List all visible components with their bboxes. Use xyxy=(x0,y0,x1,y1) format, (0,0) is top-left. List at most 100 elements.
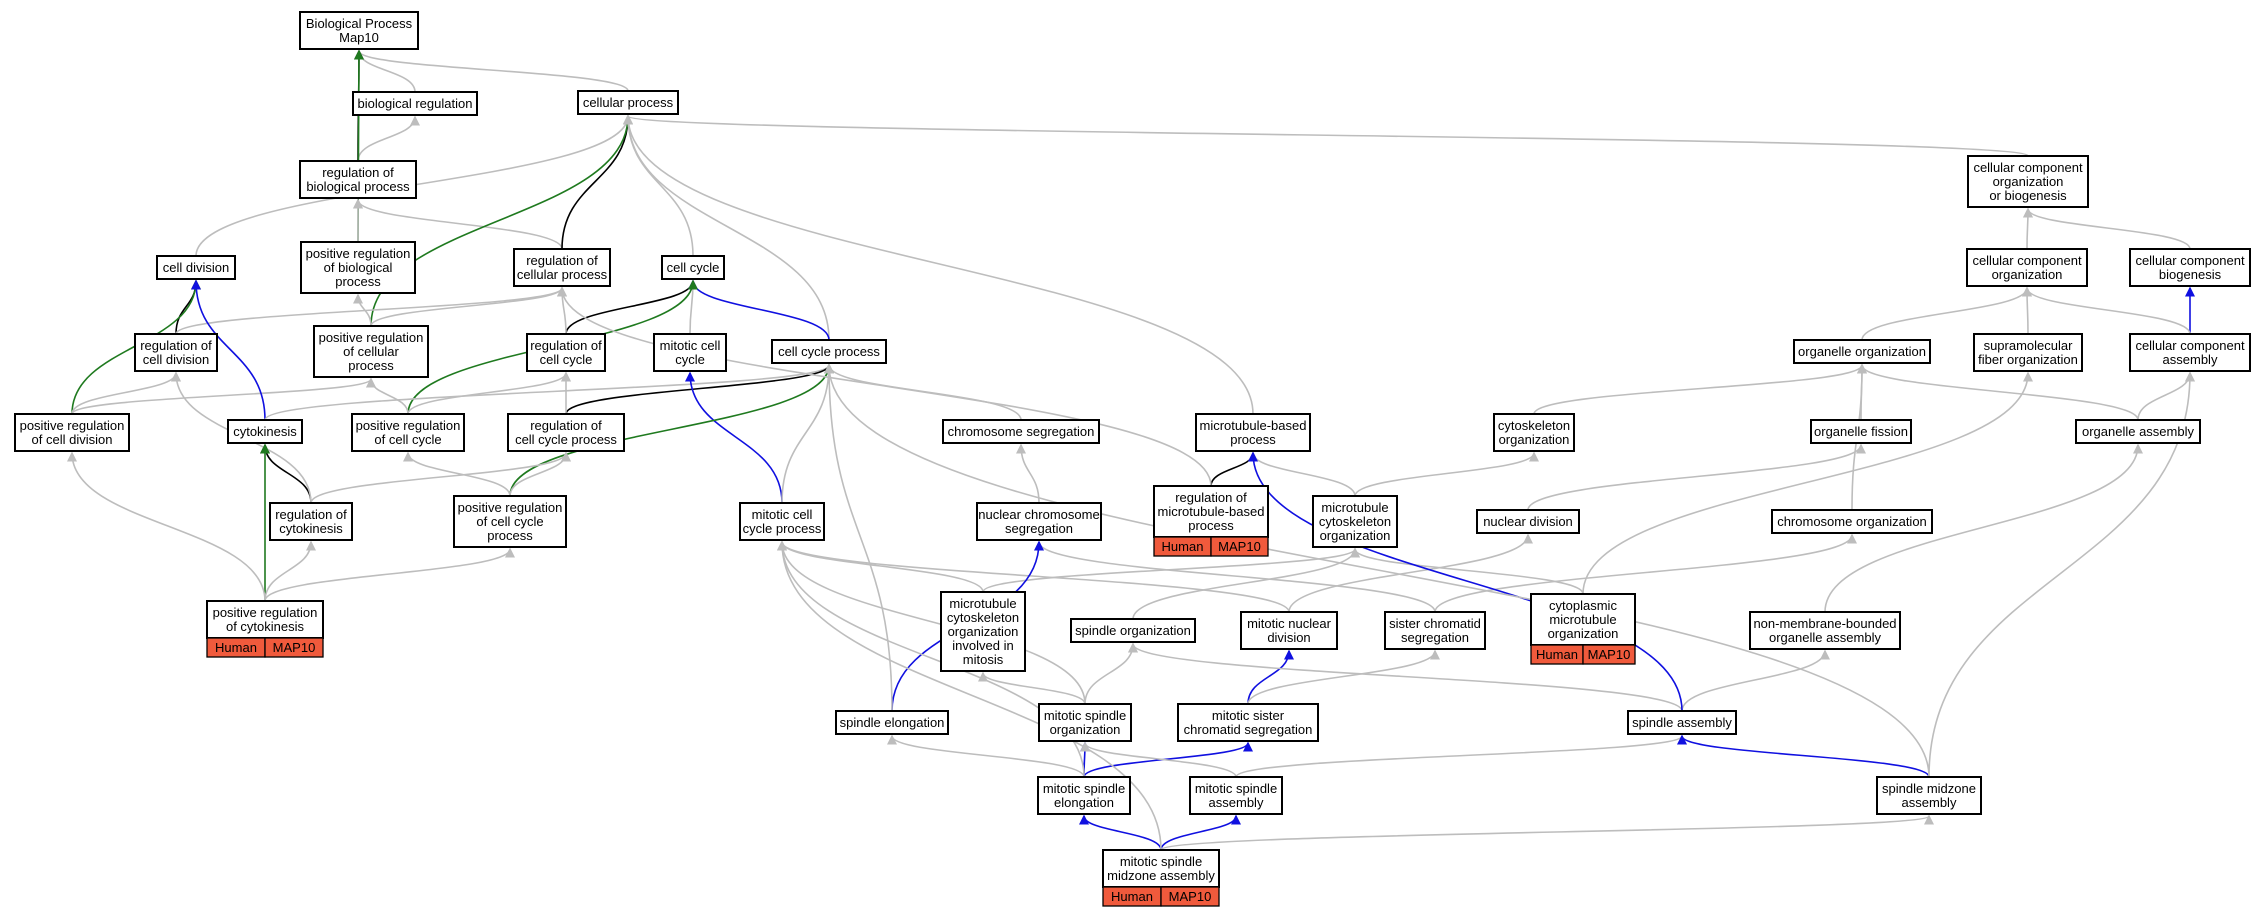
term-label-line: mitotic cell xyxy=(752,507,813,522)
term-box xyxy=(14,413,130,452)
term-node-spindleelong[interactable]: spindle elongation xyxy=(835,710,949,735)
term-label-line: mitotic nuclear xyxy=(1247,616,1331,631)
edge-spindleassembly-to-nmboa xyxy=(1681,649,1830,712)
term-label-line: organization xyxy=(1993,174,2064,189)
edge-mitspinassembly-to-mitspinorg xyxy=(1080,741,1237,778)
term-label-line: regulation of xyxy=(530,338,602,353)
term-label-line: process xyxy=(1188,518,1234,533)
term-label-line: nuclear division xyxy=(1483,514,1573,529)
edge-mitccp-to-mitcc xyxy=(685,371,783,504)
term-label-line: positive regulation xyxy=(319,330,424,345)
edge-mitccp-to-ccp xyxy=(781,363,834,504)
term-label-line: biological process xyxy=(306,179,410,194)
term-box xyxy=(940,591,1026,672)
term-node-orgassembly[interactable]: organelle assembly xyxy=(2075,419,2201,444)
term-node-nucdiv[interactable]: nuclear division xyxy=(1476,509,1580,534)
term-label-line: organization xyxy=(1499,432,1570,447)
term-node-breg[interactable]: biological regulation xyxy=(352,91,478,116)
term-box xyxy=(1240,611,1338,650)
term-label-line: cell cycle process xyxy=(778,344,880,359)
term-node-chromseg[interactable]: chromosome segregation xyxy=(942,419,1100,444)
term-label-line: mitotic sister xyxy=(1212,708,1285,723)
term-label-line: cytoskeleton xyxy=(1319,514,1391,529)
term-node-ccp[interactable]: cell cycle process xyxy=(771,339,887,364)
term-node-cytokinesis[interactable]: cytokinesis xyxy=(227,419,303,444)
term-node-cellcycle[interactable]: cell cycle xyxy=(661,255,725,280)
species-tag: Human xyxy=(1111,889,1153,904)
edge-ccp-to-cp xyxy=(623,114,830,341)
term-node-spindleassembly[interactable]: spindle assembly xyxy=(1627,710,1737,735)
term-node-regmbp[interactable]: regulation ofmicrotubule-basedprocessHum… xyxy=(1153,485,1269,557)
term-label-line: positive regulation xyxy=(20,418,125,433)
term-node-orgfission[interactable]: organelle fission xyxy=(1810,419,1912,444)
term-label-line: positive regulation xyxy=(306,246,411,261)
term-node-cp[interactable]: cellular process xyxy=(577,90,679,115)
edge-sisterseg-to-chromorg xyxy=(1434,533,1857,613)
edge-orgorg-to-cco xyxy=(1861,286,2032,341)
term-label-line: assembly xyxy=(2163,352,2218,367)
term-label-line: cell cycle xyxy=(540,352,593,367)
term-label-line: cycle xyxy=(675,352,705,367)
term-label-line: supramolecular xyxy=(1984,338,2074,353)
term-label-line: microtubule xyxy=(1549,612,1616,627)
term-label-line: or biogenesis xyxy=(1989,188,2067,203)
term-box xyxy=(1153,485,1269,538)
term-label-line: spindle midzone xyxy=(1882,781,1976,796)
edge-posregcytok-to-posregccp xyxy=(264,547,515,602)
edge-posregcelldiv-to-posregcp xyxy=(71,377,376,415)
term-node-spindleorg[interactable]: spindle organization xyxy=(1070,618,1196,643)
term-box xyxy=(1973,333,2083,372)
term-label-line: assembly xyxy=(1209,795,1264,810)
term-box xyxy=(1810,419,1912,444)
term-label-line: process xyxy=(1230,432,1276,447)
term-label-line: chromatid segregation xyxy=(1184,722,1313,737)
term-label-line: microtubule xyxy=(949,596,1016,611)
term-node-celldiv[interactable]: cell division xyxy=(156,255,236,280)
term-label-line: elongation xyxy=(1054,795,1114,810)
term-label-line: nuclear chromosome xyxy=(978,507,1099,522)
term-node-mcoim[interactable]: microtubulecytoskeletonorganizationinvol… xyxy=(940,591,1026,672)
edge-spinmidzone-to-cca xyxy=(1928,371,2195,778)
term-label-line: regulation of xyxy=(526,253,598,268)
term-label-line: of cellular xyxy=(343,344,399,359)
term-node-chromorg[interactable]: chromosome organization xyxy=(1771,509,1933,534)
term-node-orgorg[interactable]: organelle organization xyxy=(1793,339,1931,364)
edge-mitnucdiv-to-nucdiv xyxy=(1288,533,1533,613)
